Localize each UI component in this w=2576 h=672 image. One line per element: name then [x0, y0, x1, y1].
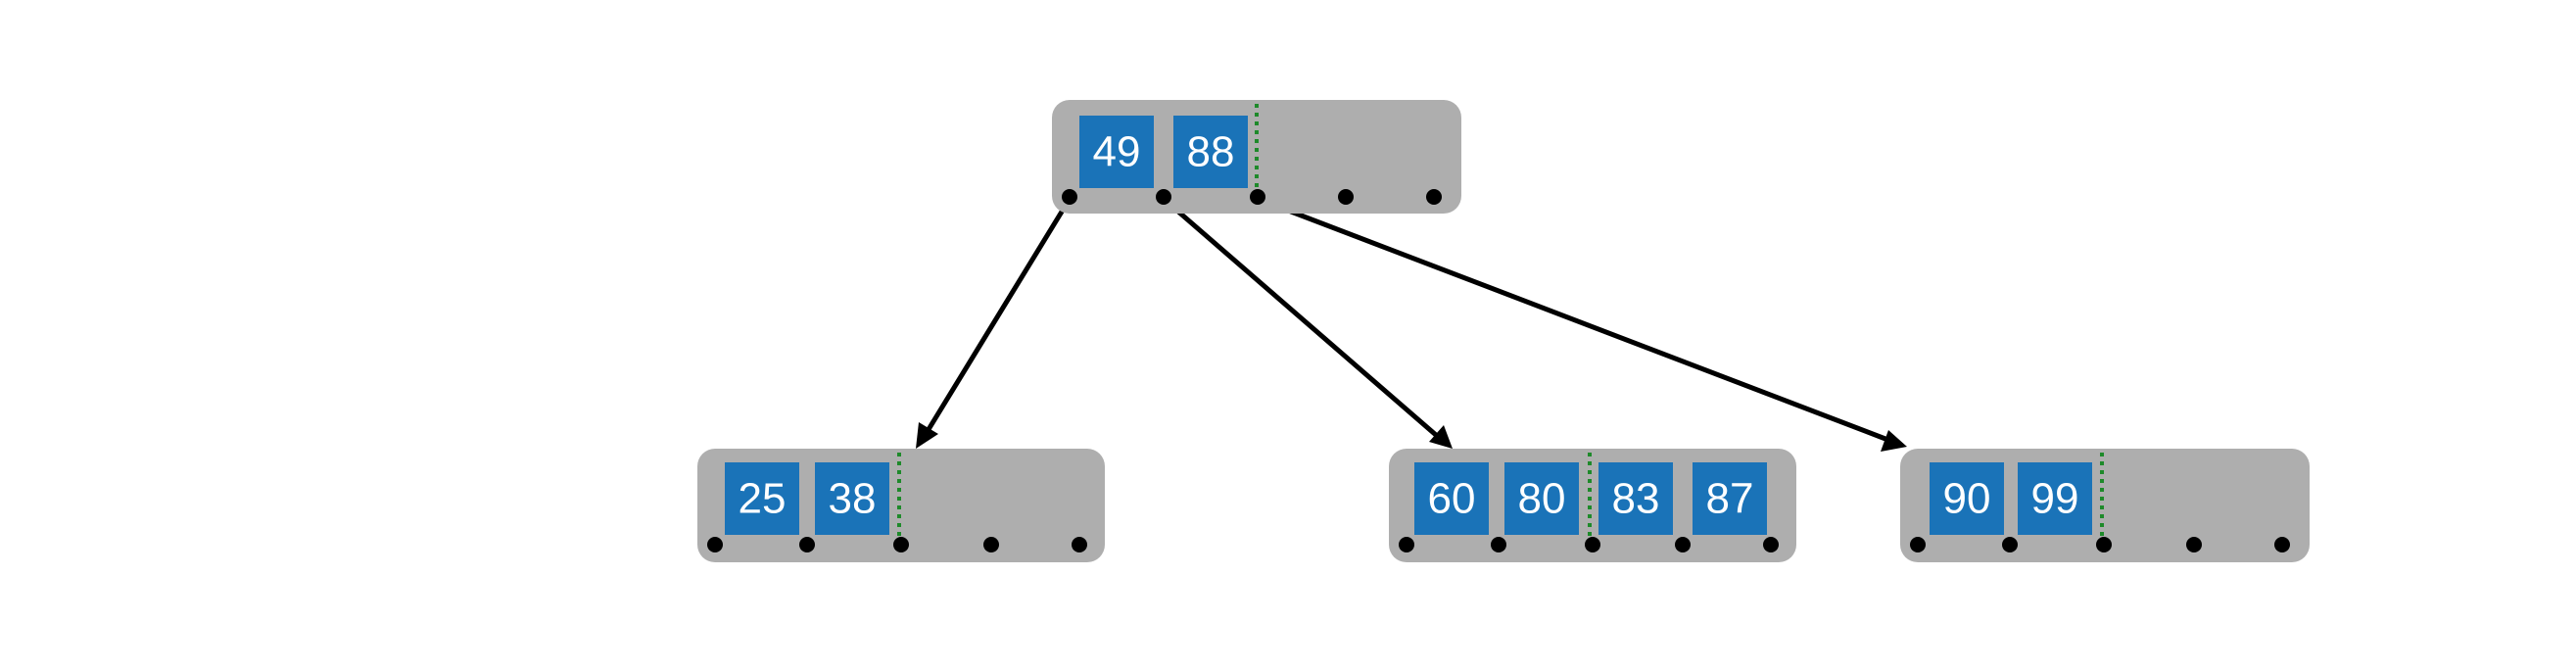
- key-box: [1414, 462, 1489, 535]
- key-box: [1079, 116, 1154, 188]
- key-box: [1693, 462, 1767, 535]
- node-leaf-middle: 60 80 83 87: [1389, 449, 1796, 562]
- key-label: 49: [1093, 128, 1141, 176]
- arrow-head-leaf-left: [916, 422, 938, 449]
- key-box: [1504, 462, 1579, 535]
- node-leaf-right: 90 99: [1900, 449, 2310, 562]
- child-pointer: [1910, 537, 1926, 552]
- child-pointer: [2096, 537, 2112, 552]
- child-pointer: [1426, 189, 1442, 205]
- key-label: 83: [1612, 475, 1660, 523]
- key-label: 99: [2031, 475, 2079, 523]
- child-pointer: [799, 537, 815, 552]
- edge-root-to-leaf-middle: [1162, 197, 1438, 437]
- child-pointer: [2002, 537, 2018, 552]
- node-root: 49 88: [1052, 100, 1461, 214]
- child-pointer: [1675, 537, 1691, 552]
- child-pointer: [1763, 537, 1779, 552]
- child-pointer: [1338, 189, 1354, 205]
- arrow-head-leaf-right: [1881, 430, 1907, 452]
- child-pointer: [893, 537, 909, 552]
- child-pointer: [707, 537, 723, 552]
- key-label: 87: [1706, 475, 1754, 523]
- key-label: 90: [1943, 475, 1991, 523]
- key-label: 80: [1518, 475, 1566, 523]
- key-box: [1598, 462, 1673, 535]
- child-pointer: [1062, 189, 1077, 205]
- key-label: 60: [1428, 475, 1476, 523]
- child-pointer: [1156, 189, 1171, 205]
- key-box: [2018, 462, 2092, 535]
- child-pointer: [1072, 537, 1087, 552]
- child-pointer: [983, 537, 999, 552]
- child-pointer: [1585, 537, 1600, 552]
- child-pointer: [2186, 537, 2202, 552]
- child-pointer: [1399, 537, 1414, 552]
- key-label: 25: [739, 475, 787, 523]
- key-label: 38: [829, 475, 877, 523]
- child-pointer: [1250, 189, 1265, 205]
- arrow-head-leaf-middle: [1429, 425, 1453, 449]
- key-box: [815, 462, 889, 535]
- node-leaf-left: 25 38: [697, 449, 1105, 562]
- edges: [916, 196, 1907, 452]
- child-pointer: [2274, 537, 2290, 552]
- key-box: [1173, 116, 1248, 188]
- key-box: [1930, 462, 2004, 535]
- edge-root-to-leaf-left: [925, 197, 1073, 433]
- key-box: [725, 462, 799, 535]
- key-label: 88: [1187, 128, 1235, 176]
- child-pointer: [1491, 537, 1506, 552]
- edge-root-to-leaf-right: [1257, 196, 1886, 442]
